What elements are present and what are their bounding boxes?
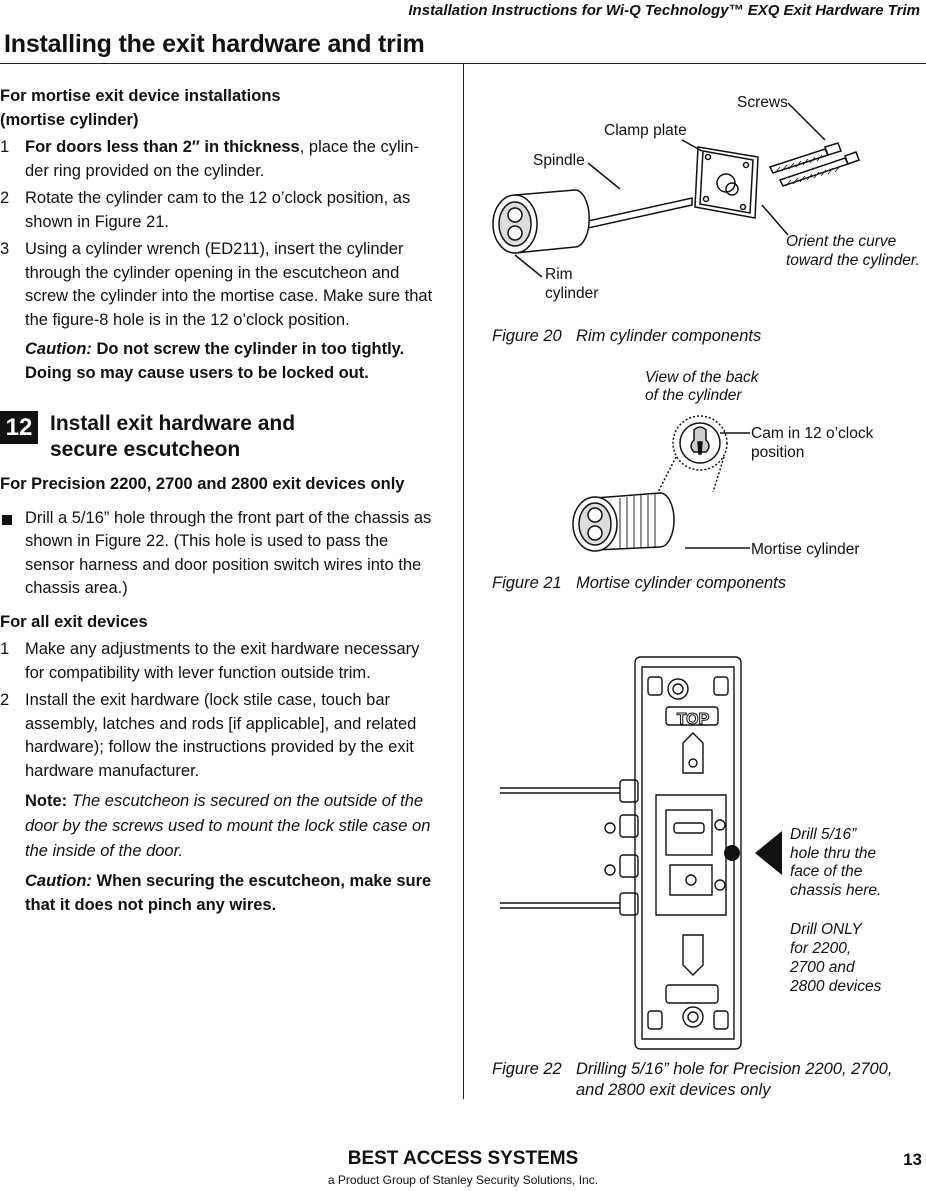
label-cam-line2: position xyxy=(751,444,805,461)
figure-number: Figure 20 xyxy=(492,327,562,345)
label-clamp-plate: Clamp plate xyxy=(604,122,687,139)
figure-caption-text-line1: Drilling 5/16” hole for Precision 2200, … xyxy=(576,1060,893,1078)
drill-pointer-arrow xyxy=(755,831,782,875)
label-mortise-cylinder: Mortise cylinder xyxy=(751,541,860,558)
step-bold-text: For doors less than 2″ in thickness xyxy=(25,138,300,156)
note-label: Note: xyxy=(25,792,68,810)
left-column: For mortise exit device installations (m… xyxy=(0,85,440,917)
column-divider xyxy=(463,64,464,1099)
step-number: 1 xyxy=(0,640,10,658)
caution-label: Caution: xyxy=(25,872,92,890)
step-text: Install the exit hardware (lock stile ca… xyxy=(25,691,417,780)
caution-1: Caution: Do not screw the cylinder in to… xyxy=(0,338,440,385)
label-drill-only: Drill ONLY for 2200, 2700 and 2800 devic… xyxy=(790,920,881,996)
label-cam-line1: Cam in 12 o’clock xyxy=(751,425,874,442)
step-text: , place the cylin-der ring provided on t… xyxy=(25,138,419,180)
footer-brand: BEST ACCESS SYSTEMS xyxy=(347,1148,579,1169)
step-number: 2 xyxy=(0,691,10,709)
step-number: 2 xyxy=(0,189,10,207)
label-spindle: Spindle xyxy=(533,152,585,169)
section-number-badge: 12 xyxy=(0,411,38,444)
step-text: Rotate the cylinder cam to the 12 o’cloc… xyxy=(25,189,411,231)
label-only-line4: 2800 devices xyxy=(790,978,882,995)
bullet-square-icon xyxy=(2,514,12,525)
caution-text: When securing the escutcheon, make sure … xyxy=(25,872,432,914)
figure-21-illustration xyxy=(572,415,750,552)
all-step-1: 1 Make any adjustments to the exit hardw… xyxy=(0,638,440,685)
caution-text: Do not screw the cylinder in too tightly… xyxy=(25,340,405,382)
note: Note: The escutcheon is secured on the o… xyxy=(0,789,440,864)
figure-caption-text: Mortise cylinder components xyxy=(576,574,787,592)
precision-heading: For Precision 2200, 2700 and 2800 exit d… xyxy=(0,475,405,493)
label-drill-line2: hole thru the xyxy=(790,844,877,862)
step-number: 1 xyxy=(0,138,10,156)
label-screws: Screws xyxy=(737,94,788,111)
figure-21-caption: Figure 21 Mortise cylinder components xyxy=(492,573,786,594)
all-devices-heading: For all exit devices xyxy=(0,612,148,631)
figure-22-illustration: TOP xyxy=(500,656,782,1050)
mortise-heading: For mortise exit device installations (m… xyxy=(0,85,440,132)
figure-number: Figure 21 xyxy=(492,574,562,592)
mortise-heading-line2: (mortise cylinder) xyxy=(0,110,139,129)
step-1: 1 For doors less than 2″ in thickness, p… xyxy=(0,136,440,183)
section-title-line2: secure escutcheon xyxy=(50,438,241,461)
note-text: The escutcheon is secured on the outside… xyxy=(25,792,431,860)
figure-caption-text-line2: and 2800 exit devices only xyxy=(576,1081,771,1099)
step-2: 2 Rotate the cylinder cam to the 12 o’cl… xyxy=(0,187,440,234)
caution-2: Caution: When securing the escutcheon, m… xyxy=(0,870,440,917)
section-12-title: Install exit hardware and secure escutch… xyxy=(50,411,295,463)
figure-22-caption: Figure 22 Drilling 5/16” hole for Precisi… xyxy=(492,1059,892,1101)
label-cylinder: cylinder xyxy=(545,285,599,302)
section-title-line1: Install exit hardware and xyxy=(50,412,296,435)
step-3: 3 Using a cylinder wrench (ED211), inser… xyxy=(0,238,440,332)
label-orient-curve: Orient the curve toward the cylinder. xyxy=(786,232,920,270)
figure-20-caption: Figure 20 Rim cylinder components xyxy=(492,326,761,347)
bullet-drill: Drill a 5/16” hole through the front par… xyxy=(0,507,440,601)
label-drill-line4: chassis here. xyxy=(790,881,882,899)
label-only-line2: for 2200, xyxy=(790,940,852,957)
page-heading: Installing the exit hardware and trim xyxy=(4,30,425,58)
label-drill-instruction: Drill 5/16” hole thru the face of the ch… xyxy=(790,826,881,900)
figure-caption-text: Rim cylinder components xyxy=(576,327,762,345)
bullet-text: Drill a 5/16” hole through the front par… xyxy=(25,508,432,598)
label-view-line2: of the cylinder xyxy=(645,387,742,404)
label-only-line1: Drill ONLY xyxy=(790,921,862,938)
label-drill-line1: Drill 5/16” xyxy=(790,826,857,843)
step-text: Make any adjustments to the exit hardwar… xyxy=(25,640,420,682)
label-rim-cylinder: Rim cylinder xyxy=(545,265,598,303)
header-rule xyxy=(0,63,926,64)
top-emboss-text: TOP xyxy=(677,711,710,728)
all-step-2: 2 Install the exit hardware (lock stile … xyxy=(0,689,440,783)
label-view-back: View of the back of the cylinder xyxy=(645,369,758,405)
label-cam-position: Cam in 12 o’clock position xyxy=(751,424,873,462)
label-only-line3: 2700 and xyxy=(790,959,855,976)
footer-subtitle: a Product Group of Stanley Security Solu… xyxy=(327,1173,599,1187)
document-title: Installation Instructions for Wi-Q Techn… xyxy=(408,2,920,19)
label-view-line1: View of the back xyxy=(645,369,759,386)
label-orient-line2: toward the cylinder. xyxy=(786,252,920,269)
figure-20-illustration xyxy=(492,102,860,278)
label-rim: Rim xyxy=(545,266,573,283)
step-text: Using a cylinder wrench (ED211), insert … xyxy=(25,240,433,329)
mortise-heading-line1: For mortise exit device installations xyxy=(0,87,281,105)
label-drill-line3: face of the xyxy=(790,863,863,880)
label-orient-line1: Orient the curve xyxy=(786,233,897,250)
step-number: 3 xyxy=(0,240,10,258)
drill-point-marker xyxy=(724,845,740,861)
section-12-header: 12 Install exit hardware and secure escu… xyxy=(0,411,440,463)
figure-number: Figure 22 xyxy=(492,1060,562,1078)
page-number: 13 xyxy=(903,1150,922,1169)
caution-label: Caution: xyxy=(25,340,92,358)
